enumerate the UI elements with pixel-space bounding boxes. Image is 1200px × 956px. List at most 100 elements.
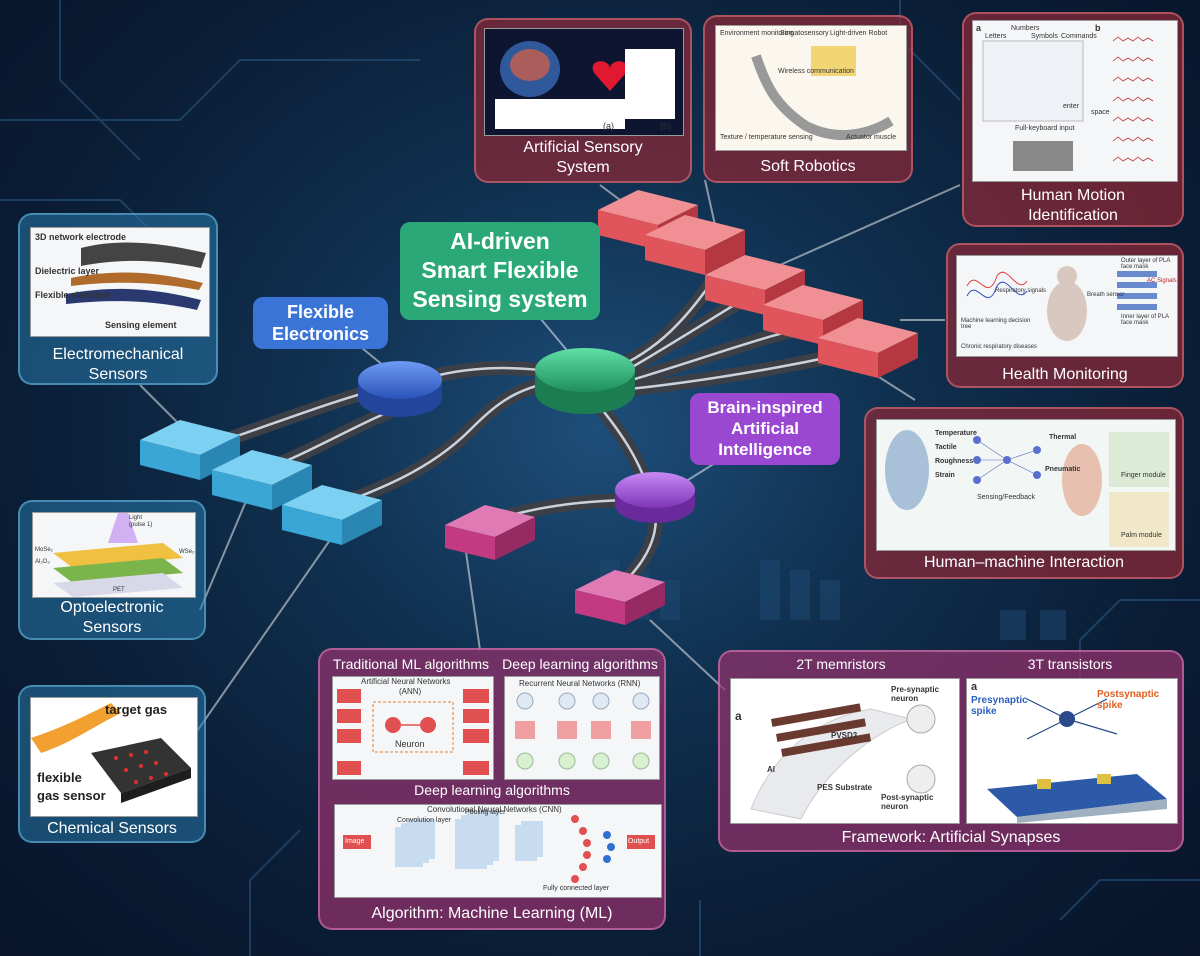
rnn-image: Recurrent Neural Networks (RNN) <box>504 676 660 780</box>
transistor-label-a: a <box>971 681 978 693</box>
ml-traditional-title: Traditional ML algorithms <box>332 656 490 672</box>
opto-label-al2o3: Al₂O₃ <box>35 559 50 565</box>
memristor-label-a: a <box>735 709 742 723</box>
chem-label-target-gas: target gas <box>105 702 168 717</box>
memristor-image: a Pre-synaptic neuron Post-synaptic neur… <box>730 678 960 824</box>
panel-optoelectronic: Light (pulse 1) MoSe₂ Al₂O₃ WSe₂ PET Opt… <box>18 500 206 640</box>
health-label-resp: Respiratory signals <box>995 288 1047 294</box>
hmi-label-tactile: Tactile <box>935 444 957 451</box>
gas-sensor-illustration <box>31 703 191 803</box>
opto-label-pulse: (pulse 1) <box>129 522 153 528</box>
hmi-label-roughness: Roughness <box>935 458 974 465</box>
hmi-label-strain: Strain <box>935 472 955 479</box>
transistor-illustration <box>987 698 1167 823</box>
chem-label-gas-sensor: gas sensor <box>37 788 106 803</box>
artificial-sensory-image: (a) (b) <box>484 28 684 136</box>
block-soft-robotics <box>645 215 745 275</box>
caption-soft-robotics: Soft Robotics <box>760 158 856 175</box>
caption-artificial-sensory: Artificial Sensory System <box>476 138 690 178</box>
health-image: Respiratory signals Machine learning dec… <box>956 255 1178 357</box>
hmi-label-finger: Finger module <box>1121 472 1166 479</box>
robot-label-env: Environment monitoring <box>720 30 794 37</box>
block-hmi <box>818 318 918 378</box>
optoelectronic-image: Light (pulse 1) MoSe₂ Al₂O₃ WSe₂ PET <box>32 512 196 598</box>
caption-human-motion-2: Identification <box>1028 207 1118 224</box>
hmi-label-feedback: Sensing/Feedback <box>977 494 1035 501</box>
health-label-breath: Breath sensor <box>1087 292 1125 298</box>
hub-brain-line1: Brain-inspired <box>707 398 823 417</box>
soft-robotics-image: Environment monitoring Somatosensory Lig… <box>715 25 907 151</box>
ann-illustration <box>337 689 489 775</box>
motion-label-space: space <box>1091 109 1110 116</box>
robot-label-light: Light-driven Robot <box>830 30 888 37</box>
chem-label-flexible: flexible <box>37 770 82 785</box>
memristor-label-pvsd3: PVSD3 <box>831 731 858 740</box>
ann-neuron: Neuron <box>395 739 425 749</box>
rnn-title: Recurrent Neural Networks (RNN) <box>519 679 641 688</box>
hmi-image: Temperature Tactile Roughness Strain The… <box>876 419 1176 551</box>
cnn-illustration <box>343 811 655 883</box>
health-label-outer: Outer layer of PLA face mask <box>1121 258 1171 270</box>
health-label-chronic: Chronic respiratory diseases <box>961 344 1038 350</box>
label-dielectric: Dielectric layer <box>35 266 100 276</box>
red-blocks <box>598 190 918 378</box>
ann-image: Artificial Neural Networks (ANN) Neuron <box>332 676 494 780</box>
ml-deep-title: Deep learning algorithms <box>502 656 658 672</box>
label-flexible-electrode: Flexible electrode <box>35 290 112 300</box>
block-electromechanical <box>140 420 240 480</box>
cnn-image-label: Image <box>345 838 365 845</box>
panel-ml: Traditional ML algorithms Deep learning … <box>318 648 666 930</box>
motion-label-a: a <box>976 23 982 33</box>
health-label-inner: Inner layer of PLA face mask <box>1121 314 1169 326</box>
optoelectronic-illustration <box>53 513 183 597</box>
opto-label-pet: PET <box>113 587 125 593</box>
opto-label-light: Light <box>129 515 143 521</box>
caption-electromechanical-2: Sensors <box>88 366 148 383</box>
caption-health: Health Monitoring <box>1002 366 1128 383</box>
cnn-conv-label: Convolution layer <box>397 817 452 824</box>
motion-label-letters: Letters <box>985 33 1007 40</box>
caption-hmi: Human–machine Interaction <box>923 554 1125 571</box>
label-3d-electrode: 3D network electrode <box>35 232 127 242</box>
hmi-illustration <box>885 430 1169 547</box>
keyboard-signal-illustration <box>982 36 1154 171</box>
panel-electromechanical: 3D network electrode Dielectric layer Fl… <box>18 213 218 385</box>
health-illustration <box>966 266 1157 341</box>
sensory-label-b: (b) <box>660 121 671 131</box>
hub-ai-line3: Sensing system <box>412 286 588 312</box>
panel-health: Respiratory signals Machine learning dec… <box>946 243 1184 388</box>
opto-label-wse2: WSe₂ <box>179 549 195 555</box>
motion-label-fullkeyboard: Full-keyboard input <box>1015 125 1075 132</box>
robot-illustration <box>751 46 894 141</box>
block-ml <box>445 505 535 560</box>
caption-optoelectronic: Optoelectronic Sensors <box>20 598 204 638</box>
motion-label-b: b <box>1095 23 1101 33</box>
panel-synapses: 2T memristors 3T transistors a Pre-synap… <box>718 650 1184 852</box>
hub-brain-line2: Artificial <box>730 419 800 438</box>
hub-flexible-electronics: Flexible Electronics <box>253 297 388 349</box>
caption-electromechanical-1: Electromechanical <box>52 346 184 363</box>
transistor-image: Presynaptic spike Postsynaptic spike a <box>966 678 1178 824</box>
caption-artificial-sensory-2: System <box>556 159 610 176</box>
panel-chemical: target gas flexible gas sensor Chemical … <box>18 685 206 843</box>
caption-chemical: Chemical Sensors <box>47 820 177 837</box>
caption-artificial-sensory-1: Artificial Sensory <box>523 139 643 156</box>
hub-brain-line3: Intelligence <box>718 440 812 459</box>
robot-label-actuator: Actuator muscle <box>846 134 897 141</box>
human-motion-image: a b Numbers Letters Symbols Commands Ful… <box>972 20 1178 182</box>
hmi-label-thermal: Thermal <box>1049 434 1077 441</box>
motion-label-symbols: Symbols <box>1031 33 1058 40</box>
block-health <box>763 285 863 345</box>
cnn-pool-label: Pooling layer <box>465 809 506 816</box>
panel-human-motion: a b Numbers Letters Symbols Commands Ful… <box>962 12 1184 227</box>
caption-optoelectronic-1: Optoelectronic <box>60 599 164 616</box>
magenta-blocks <box>445 505 665 625</box>
ml-deep-label: Deep learning algorithms <box>414 782 570 798</box>
ann-title-2: (ANN) <box>399 687 422 696</box>
memristor-label-post: Post-synaptic neuron <box>881 793 934 811</box>
memristor-label-pes: PES Substrate <box>817 783 873 792</box>
caption-human-motion: Human Motion Identification <box>964 186 1182 226</box>
robot-label-wireless: Wireless communication <box>778 68 854 75</box>
